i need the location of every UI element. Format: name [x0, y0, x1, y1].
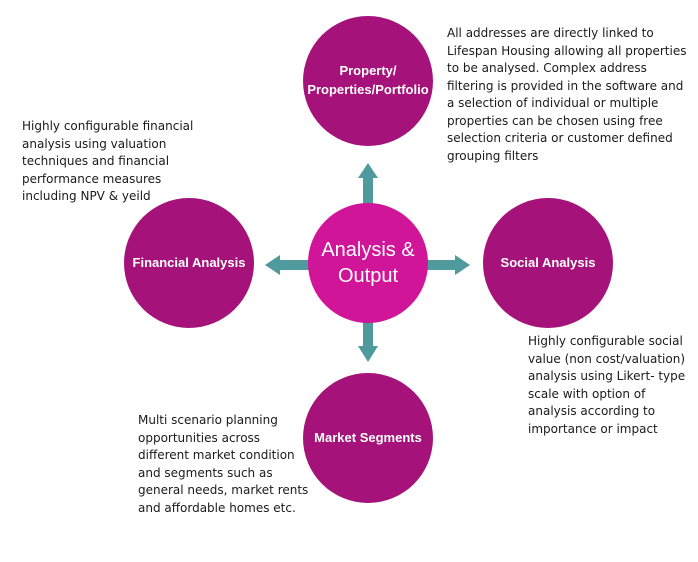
node-property-label: Property/ Properties/Portfolio — [307, 63, 429, 97]
node-social-analysis: Social Analysis — [483, 198, 613, 328]
note-financial: Highly configurable financial analysis u… — [22, 119, 194, 203]
node-analysis-output: Analysis & Output — [308, 203, 428, 323]
arrow-right — [427, 255, 470, 275]
note-social: Highly configurable social value (non co… — [528, 334, 686, 436]
node-market-label: Market Segments — [314, 429, 422, 445]
node-market-segments: Market Segments — [303, 373, 433, 503]
arrow-down — [358, 318, 378, 362]
node-social-label: Social Analysis — [500, 254, 596, 270]
note-market: Multi scenario planning opportunities ac… — [138, 413, 309, 515]
node-property: Property/ Properties/Portfolio — [303, 16, 433, 146]
node-center-label: Analysis & Output — [321, 239, 415, 287]
node-financial-analysis: Financial Analysis — [124, 198, 254, 328]
arrow-up — [358, 163, 378, 208]
node-financial-label: Financial Analysis — [132, 254, 246, 270]
note-property: All addresses are directly linked to Lif… — [447, 26, 687, 163]
arrow-left — [265, 255, 310, 275]
